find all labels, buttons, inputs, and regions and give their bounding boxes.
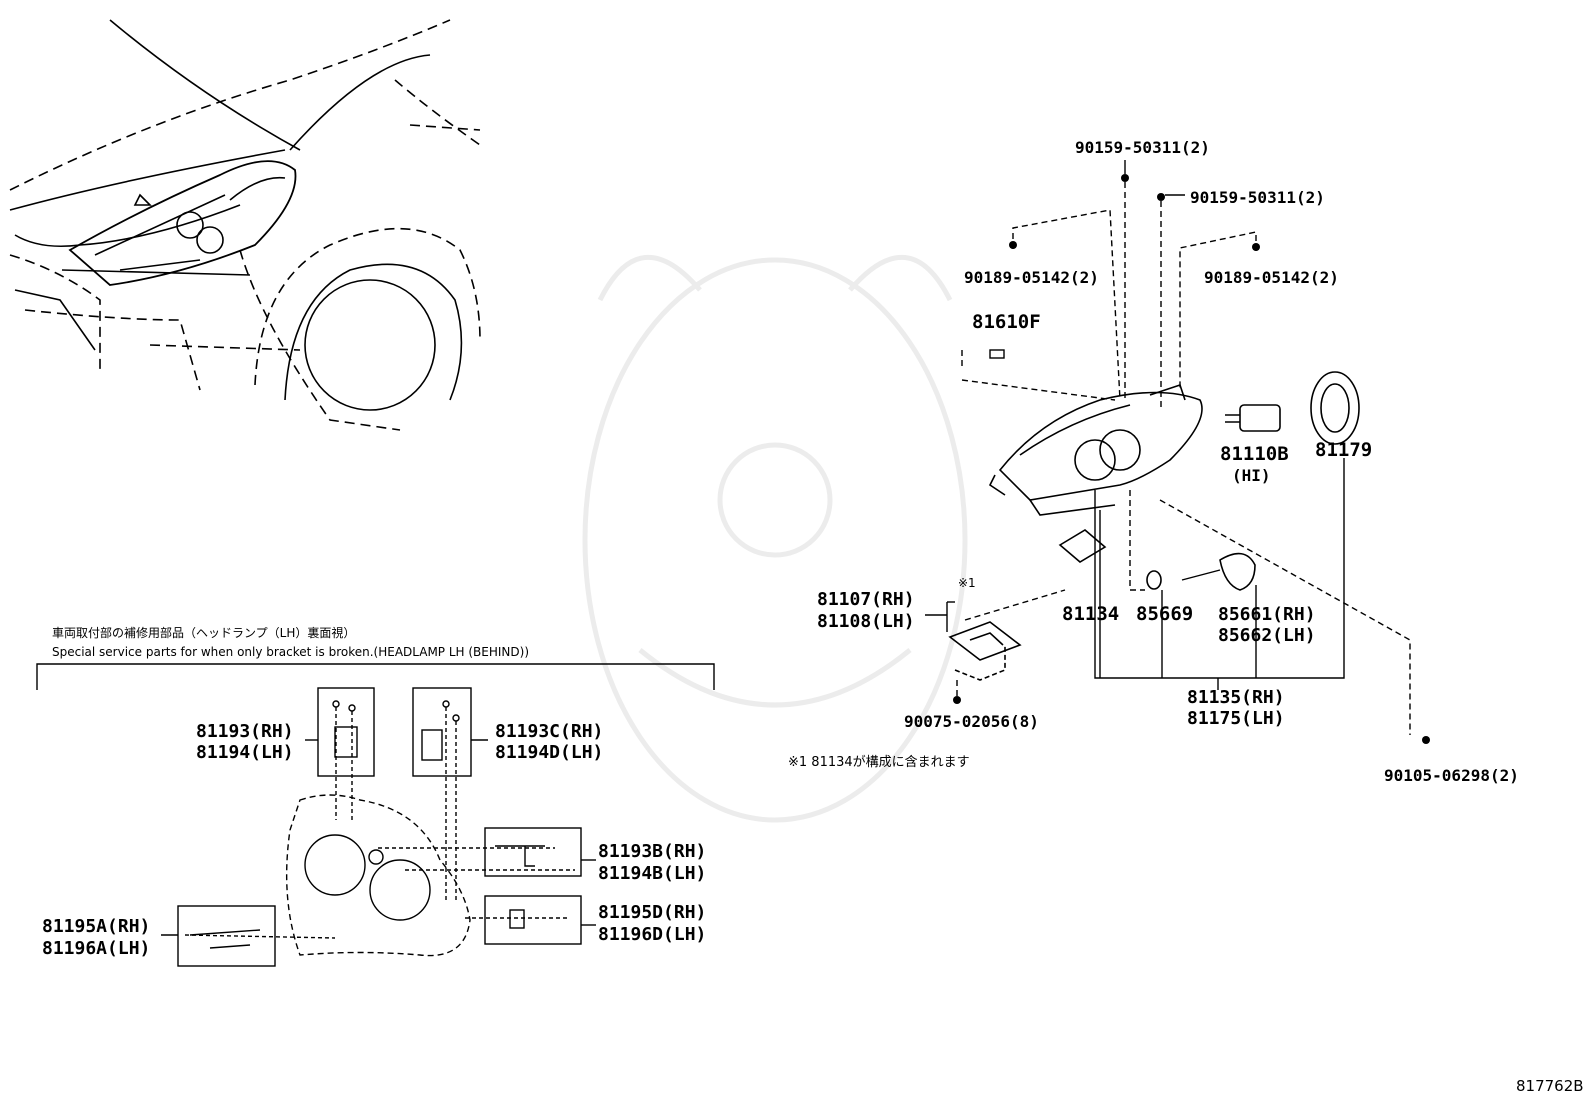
label-81194B: 81194B(LH) — [598, 863, 706, 884]
footnote-text: ※1 81134が構成に含まれます — [788, 754, 970, 770]
label-90159-right: 90159-50311(2) — [1190, 188, 1325, 207]
headlamp-assembly-drawing — [988, 383, 1203, 516]
label-81108: 81108(LH) — [817, 611, 915, 632]
label-90075: 90075-02056(8) — [904, 712, 1039, 731]
note-jp: 車両取付部の補修用部品（ヘッドランプ（LH）裏面視） — [52, 625, 355, 640]
label-81193B: 81193B(RH) — [598, 841, 706, 862]
actuator-81107 — [948, 621, 1022, 681]
label-81107: 81107(RH) — [817, 589, 915, 610]
bracket-box-81195A — [177, 905, 336, 967]
note-en: Special service parts for when only brac… — [52, 645, 529, 659]
bracket-box-81193C — [412, 687, 472, 900]
label-90159-top: 90159-50311(2) — [1075, 138, 1210, 157]
label-81194: 81194(LH) — [196, 742, 294, 763]
label-90189-right: 90189-05142(2) — [1204, 268, 1339, 287]
gasket-81134 — [1058, 529, 1107, 563]
watermark-logo — [582, 254, 968, 823]
bracket-box-81193 — [317, 687, 375, 820]
footnote-mark: ※1 — [958, 576, 976, 590]
labels-left: 81193(RH) 81194(LH) 81193C(RH) 81194D(LH… — [42, 721, 706, 959]
label-81610F: 81610F — [972, 311, 1041, 333]
leaders-left — [161, 739, 596, 936]
label-85662: 85662(LH) — [1218, 625, 1316, 646]
label-81194D: 81194D(LH) — [495, 742, 603, 763]
label-81196D: 81196D(LH) — [598, 924, 706, 945]
label-81110B-note: (HI) — [1232, 466, 1271, 485]
label-81175: 81175(LH) — [1187, 708, 1285, 729]
cap-81179 — [1310, 371, 1360, 445]
label-90189-left: 90189-05142(2) — [964, 268, 1099, 287]
label-81135: 81135(RH) — [1187, 687, 1285, 708]
label-85669: 85669 — [1136, 603, 1193, 625]
bracket-box-81193B — [378, 827, 582, 877]
socket-85661 — [1219, 552, 1256, 591]
label-81195D: 81195D(RH) — [598, 902, 706, 923]
bracket-box-81195D — [465, 895, 582, 945]
label-81195A: 81195A(RH) — [42, 916, 150, 937]
label-81196A: 81196A(LH) — [42, 938, 150, 959]
label-81179: 81179 — [1315, 439, 1372, 461]
bulb-81110B — [1225, 404, 1281, 432]
clip-81610F — [989, 349, 1005, 359]
label-81110B: 81110B — [1220, 443, 1289, 465]
label-81193C: 81193C(RH) — [495, 721, 603, 742]
vehicle-front-view — [9, 19, 481, 431]
headlamp-rear-view — [285, 794, 471, 957]
leaders-right-dashed — [956, 182, 1411, 735]
label-90105: 90105-06298(2) — [1384, 766, 1519, 785]
note-bracket — [36, 663, 715, 690]
oring-85669 — [1146, 570, 1162, 590]
label-85661: 85661(RH) — [1218, 604, 1316, 625]
diagram-id: 817762B — [1516, 1077, 1584, 1095]
label-81134: 81134 — [1062, 603, 1119, 625]
leaders-right-solid — [925, 160, 1345, 690]
labels-right: 90159-50311(2) 90159-50311(2) 90189-0514… — [788, 138, 1584, 1095]
label-81193: 81193(RH) — [196, 721, 294, 742]
